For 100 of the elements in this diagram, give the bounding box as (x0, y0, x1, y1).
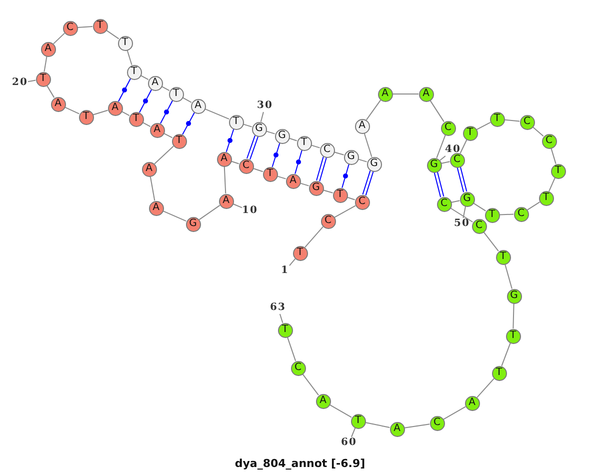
nucleotide-circle: C (354, 194, 370, 210)
nucleotide-circle: G (186, 216, 200, 232)
position-number: 1 (280, 265, 290, 277)
backbone-line (92, 110, 108, 116)
backbone-line (501, 342, 511, 366)
double-pair-line (362, 170, 374, 196)
pair-line (182, 112, 195, 135)
nucleotide-circle: T (496, 250, 510, 264)
nucleotide-circle: T (350, 414, 366, 428)
backbone-line (483, 231, 499, 252)
backbone-line (476, 122, 491, 130)
nucleotide-circle: T (278, 322, 292, 338)
backbone-line (310, 144, 320, 148)
backbone-line (154, 146, 174, 164)
backbone-line (276, 176, 286, 180)
position-number: 60 (341, 437, 357, 449)
nucleotide-circle: G (274, 128, 290, 144)
nucleotide-circle: C (520, 114, 534, 130)
double-pair-line (434, 171, 444, 198)
pair-line (118, 78, 131, 102)
nucleotide-circle: T (126, 64, 142, 80)
nucleotide-circle: A (150, 122, 164, 138)
backbone-line (224, 166, 226, 194)
nucleotide-circle: T (118, 36, 132, 50)
backbone-line (300, 182, 310, 186)
pair-line (160, 100, 173, 124)
leader-line (279, 314, 284, 324)
position-number: 10 (242, 205, 258, 217)
backbone-line (198, 204, 220, 220)
backbone-line (364, 422, 390, 428)
backbone-line (334, 205, 356, 218)
backbone-line (242, 124, 252, 128)
position-number: 20 (12, 77, 28, 89)
backbone-line (358, 158, 368, 162)
nucleotide-circle: C (430, 416, 444, 430)
backbone-line (430, 100, 444, 122)
backbone-line (443, 406, 466, 420)
nucleotide-circle: A (418, 86, 434, 102)
backbone-line (304, 226, 324, 248)
nucleotide-circle: C (514, 206, 528, 222)
backbone-line (302, 373, 319, 396)
nucleotide-circle: G (252, 122, 266, 136)
nucleotide-circle: C (472, 218, 486, 234)
nucleotide-circle: T (262, 166, 278, 182)
nucleotide-circle: T (128, 112, 144, 126)
pair-line (139, 89, 152, 113)
pair-line (272, 142, 280, 168)
leader-line (462, 206, 466, 218)
backbone-line (476, 378, 494, 398)
backbone-line (126, 50, 132, 66)
leader-line (439, 156, 446, 161)
double-pair-line (456, 166, 468, 193)
nucleotide-circle: C (238, 158, 254, 174)
backbone-line (329, 404, 352, 418)
nucleotide-circle: T (484, 208, 500, 222)
nucleotide-circle: A (190, 98, 206, 114)
nucleotide-circle: T (538, 190, 554, 206)
nucleotide-circle: A (390, 422, 404, 436)
nucleotide-circle: T (78, 110, 94, 124)
backbone-line (532, 126, 544, 137)
nucleotide-circle: A (148, 200, 164, 216)
nucleotide-circle: T (292, 246, 308, 260)
nucleotide-circle: T (168, 86, 184, 102)
backbone-line (334, 152, 344, 156)
nucleotide-circle: G (506, 288, 522, 304)
nucleotide-circle: A (286, 174, 300, 188)
pair-line (294, 150, 302, 174)
nucleotide-circle: C (542, 134, 556, 148)
backbone-line (106, 30, 120, 40)
leader-line (28, 80, 36, 82)
nucleotide-circle: A (354, 118, 370, 134)
nucleotide-circle: T (92, 18, 108, 34)
backbone-line (162, 210, 187, 222)
leader-line (350, 427, 356, 438)
nucleotide-circle: T (332, 188, 348, 202)
backbone-line (286, 336, 296, 362)
nucleotide-circle: T (228, 114, 244, 130)
backbone-line (504, 119, 520, 122)
caption: dya_804_annot [-6.9] (234, 457, 366, 470)
backbone-line (288, 138, 298, 142)
backbone-line (252, 168, 264, 172)
backbone-line (44, 56, 48, 72)
pair-line (342, 164, 350, 188)
backbone-line (404, 424, 430, 428)
backbone-line (52, 32, 66, 44)
nucleotide-circle: A (148, 76, 162, 90)
nucleotide-circle: A (378, 86, 392, 102)
leader-line (260, 112, 264, 122)
nucleotide-circle: T (462, 126, 478, 140)
nucleotide-circle: T (36, 72, 50, 86)
nucleotide-circle: T (296, 136, 312, 150)
nucleotide-circle: G (460, 192, 474, 206)
nucleotide-circle: C (290, 360, 306, 376)
backbone-line (150, 176, 156, 202)
backbone-line (550, 148, 556, 164)
nucleotide-circle: T (490, 112, 504, 126)
position-number: 30 (257, 100, 273, 112)
nucleotide-circle: T (506, 328, 520, 344)
backbone-line (230, 160, 240, 164)
backbone-line (512, 303, 514, 329)
